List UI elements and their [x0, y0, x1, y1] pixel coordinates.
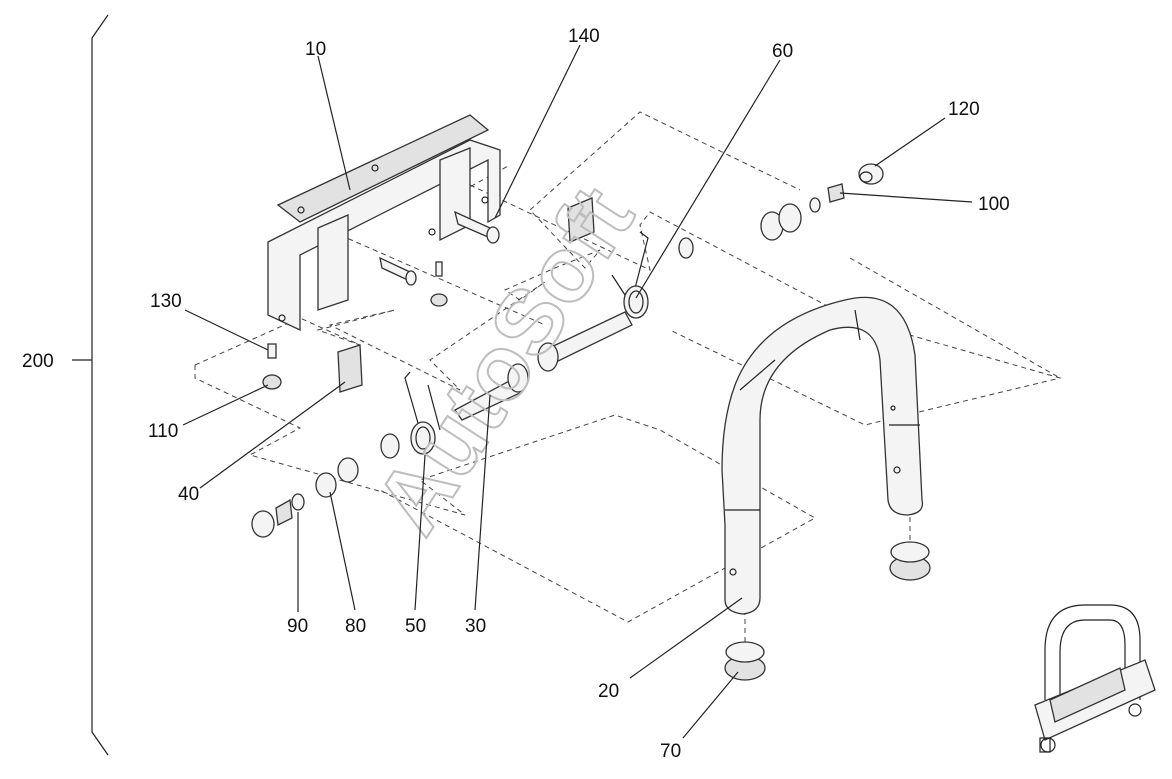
- label-70: 70: [660, 741, 681, 762]
- label-90: 90: [287, 616, 308, 637]
- part-70-foot: [724, 641, 766, 681]
- part-90-nut: [275, 498, 293, 526]
- label-200: 200: [22, 351, 54, 372]
- part-140-pin: [454, 210, 500, 244]
- assembled-thumbnail: [1034, 604, 1156, 753]
- label-110: 110: [148, 421, 178, 442]
- part-120-cap: [858, 163, 884, 185]
- assembly-bracket: [91, 14, 109, 756]
- label-120: 120: [948, 99, 980, 120]
- label-30: 30: [465, 616, 486, 637]
- rear-foot: [889, 541, 931, 581]
- part-60-spring: [611, 231, 649, 319]
- leader-lines: [182, 44, 973, 739]
- small-screw-and-nut: [430, 261, 448, 307]
- label-60: 60: [772, 41, 793, 62]
- frame-bolt: [379, 256, 417, 286]
- part-50-spring: [404, 371, 441, 455]
- label-100: 100: [978, 194, 1010, 215]
- label-80: 80: [345, 616, 366, 637]
- part-40-pad: [337, 344, 363, 393]
- part-110-nut: [262, 374, 282, 390]
- upper-pad: [567, 197, 595, 243]
- end-cap: [251, 510, 275, 538]
- part-30-shaft: [454, 363, 529, 421]
- label-40: 40: [178, 484, 199, 505]
- part-20-u-handle: [721, 296, 924, 615]
- washers-lower: [291, 433, 400, 511]
- label-130: 130: [150, 291, 182, 312]
- label-140: 140: [568, 26, 600, 47]
- label-10: 10: [305, 39, 326, 60]
- label-50: 50: [405, 616, 426, 637]
- upper-shaft: [537, 311, 633, 372]
- label-20: 20: [598, 681, 619, 702]
- part-100-nut: [827, 183, 845, 203]
- washers-upper: [678, 197, 821, 259]
- callout-labels: 10 140 60 120 100 130 200 110 40 90 80 5…: [22, 26, 1010, 762]
- part-130-screw: [267, 343, 277, 359]
